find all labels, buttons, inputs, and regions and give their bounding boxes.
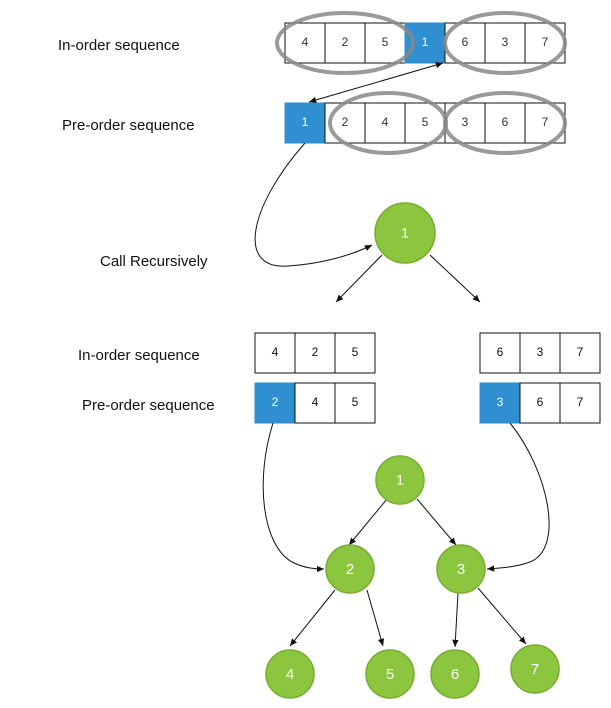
- preorder-root-cell: [284, 102, 326, 144]
- preorder-value: 7: [542, 115, 549, 129]
- call-recursively-label: Call Recursively: [100, 253, 208, 270]
- inorder-value: 4: [302, 35, 309, 49]
- preorder-label-bottom: Pre-order sequence: [82, 397, 215, 414]
- preorder-label-top: Pre-order sequence: [62, 117, 195, 134]
- inorder-value: 5: [382, 35, 389, 49]
- preorder-cell: [559, 382, 601, 424]
- node-label: 3: [457, 561, 465, 578]
- inorder-value: 4: [272, 345, 279, 359]
- tree-node-right-left: 6: [430, 649, 480, 699]
- tree-node-left-left: 4: [265, 649, 315, 699]
- tree-edge: [416, 498, 457, 546]
- tree-node-root: 1: [375, 455, 425, 505]
- inorder-cell: [479, 332, 521, 374]
- preorder-cell: [364, 102, 406, 144]
- preorder-value: 4: [382, 115, 389, 129]
- left-subtree-arrow: [262, 422, 325, 573]
- inorder-root-value: 1: [422, 35, 429, 49]
- tree-node-root-top: 1: [374, 202, 436, 264]
- preorder-root-value: 3: [497, 395, 504, 409]
- preorder-root-cell: [479, 382, 521, 424]
- node-label: 1: [401, 225, 409, 241]
- tree-edge: [289, 589, 336, 647]
- inorder-cell: [484, 22, 526, 64]
- right-preorder-sequence: 3 6 7: [479, 382, 601, 424]
- right-subtree-arrow: [486, 422, 550, 572]
- right-subtree-ellipse-preorder: [443, 91, 567, 155]
- left-inorder-sequence: 4 2 5: [254, 332, 376, 374]
- call-recursively-arrow: [254, 142, 373, 267]
- inorder-value: 7: [542, 35, 549, 49]
- preorder-sequence-top: 1 2 4 5 3 6 7: [284, 102, 566, 144]
- inorder-cell: [519, 332, 561, 374]
- inorder-cell: [254, 332, 296, 374]
- inorder-sequence-top: 4 2 5 1 6 3 7: [284, 22, 566, 64]
- inorder-label-bottom: In-order sequence: [78, 347, 200, 364]
- node-label: 7: [531, 661, 539, 678]
- tree-edge: [477, 587, 527, 645]
- preorder-root-value: 1: [302, 115, 309, 129]
- preorder-value: 4: [312, 395, 319, 409]
- inorder-value: 3: [502, 35, 509, 49]
- preorder-value: 6: [502, 115, 509, 129]
- preorder-value: 7: [577, 395, 584, 409]
- inorder-value: 3: [537, 345, 544, 359]
- inorder-cell: [294, 332, 336, 374]
- inorder-cell: [559, 332, 601, 374]
- tree-edge: [348, 498, 388, 546]
- inorder-value: 6: [462, 35, 469, 49]
- preorder-root-value: 2: [272, 395, 279, 409]
- inorder-value: 2: [342, 35, 349, 49]
- node-label: 2: [346, 561, 354, 578]
- inorder-cell: [334, 332, 376, 374]
- tree-edge: [366, 589, 385, 647]
- tree-node-right-right: 7: [510, 644, 560, 694]
- preorder-cell: [484, 102, 526, 144]
- right-subtree-ellipse-inorder: [443, 11, 567, 75]
- inorder-cell: [324, 22, 366, 64]
- node-label: 1: [396, 472, 404, 488]
- preorder-cell: [519, 382, 561, 424]
- tree-node-left: 2: [325, 544, 375, 594]
- preorder-value: 2: [342, 115, 349, 129]
- node-label: 5: [386, 666, 394, 683]
- preorder-cell: [334, 382, 376, 424]
- preorder-root-cell: [254, 382, 296, 424]
- tree-node-right: 3: [436, 544, 486, 594]
- preorder-value: 3: [462, 115, 469, 129]
- preorder-value: 6: [537, 395, 544, 409]
- tree-node-left-right: 5: [365, 649, 415, 699]
- right-inorder-sequence: 6 3 7: [479, 332, 601, 374]
- inorder-value: 5: [352, 345, 359, 359]
- branch-arrow-left: [335, 254, 383, 303]
- inorder-value: 2: [312, 345, 319, 359]
- node-label: 6: [451, 666, 459, 683]
- tree-edge: [452, 592, 459, 648]
- inorder-value: 7: [577, 345, 584, 359]
- preorder-cell: [294, 382, 336, 424]
- root-link-arrow: [308, 61, 444, 104]
- preorder-value: 5: [352, 395, 359, 409]
- preorder-value: 5: [422, 115, 429, 129]
- inorder-label-top: In-order sequence: [58, 37, 180, 54]
- inorder-cell: [284, 22, 326, 64]
- left-preorder-sequence: 2 4 5: [254, 382, 376, 424]
- branch-arrow-right: [429, 254, 481, 303]
- inorder-value: 6: [497, 345, 504, 359]
- node-label: 4: [286, 666, 294, 683]
